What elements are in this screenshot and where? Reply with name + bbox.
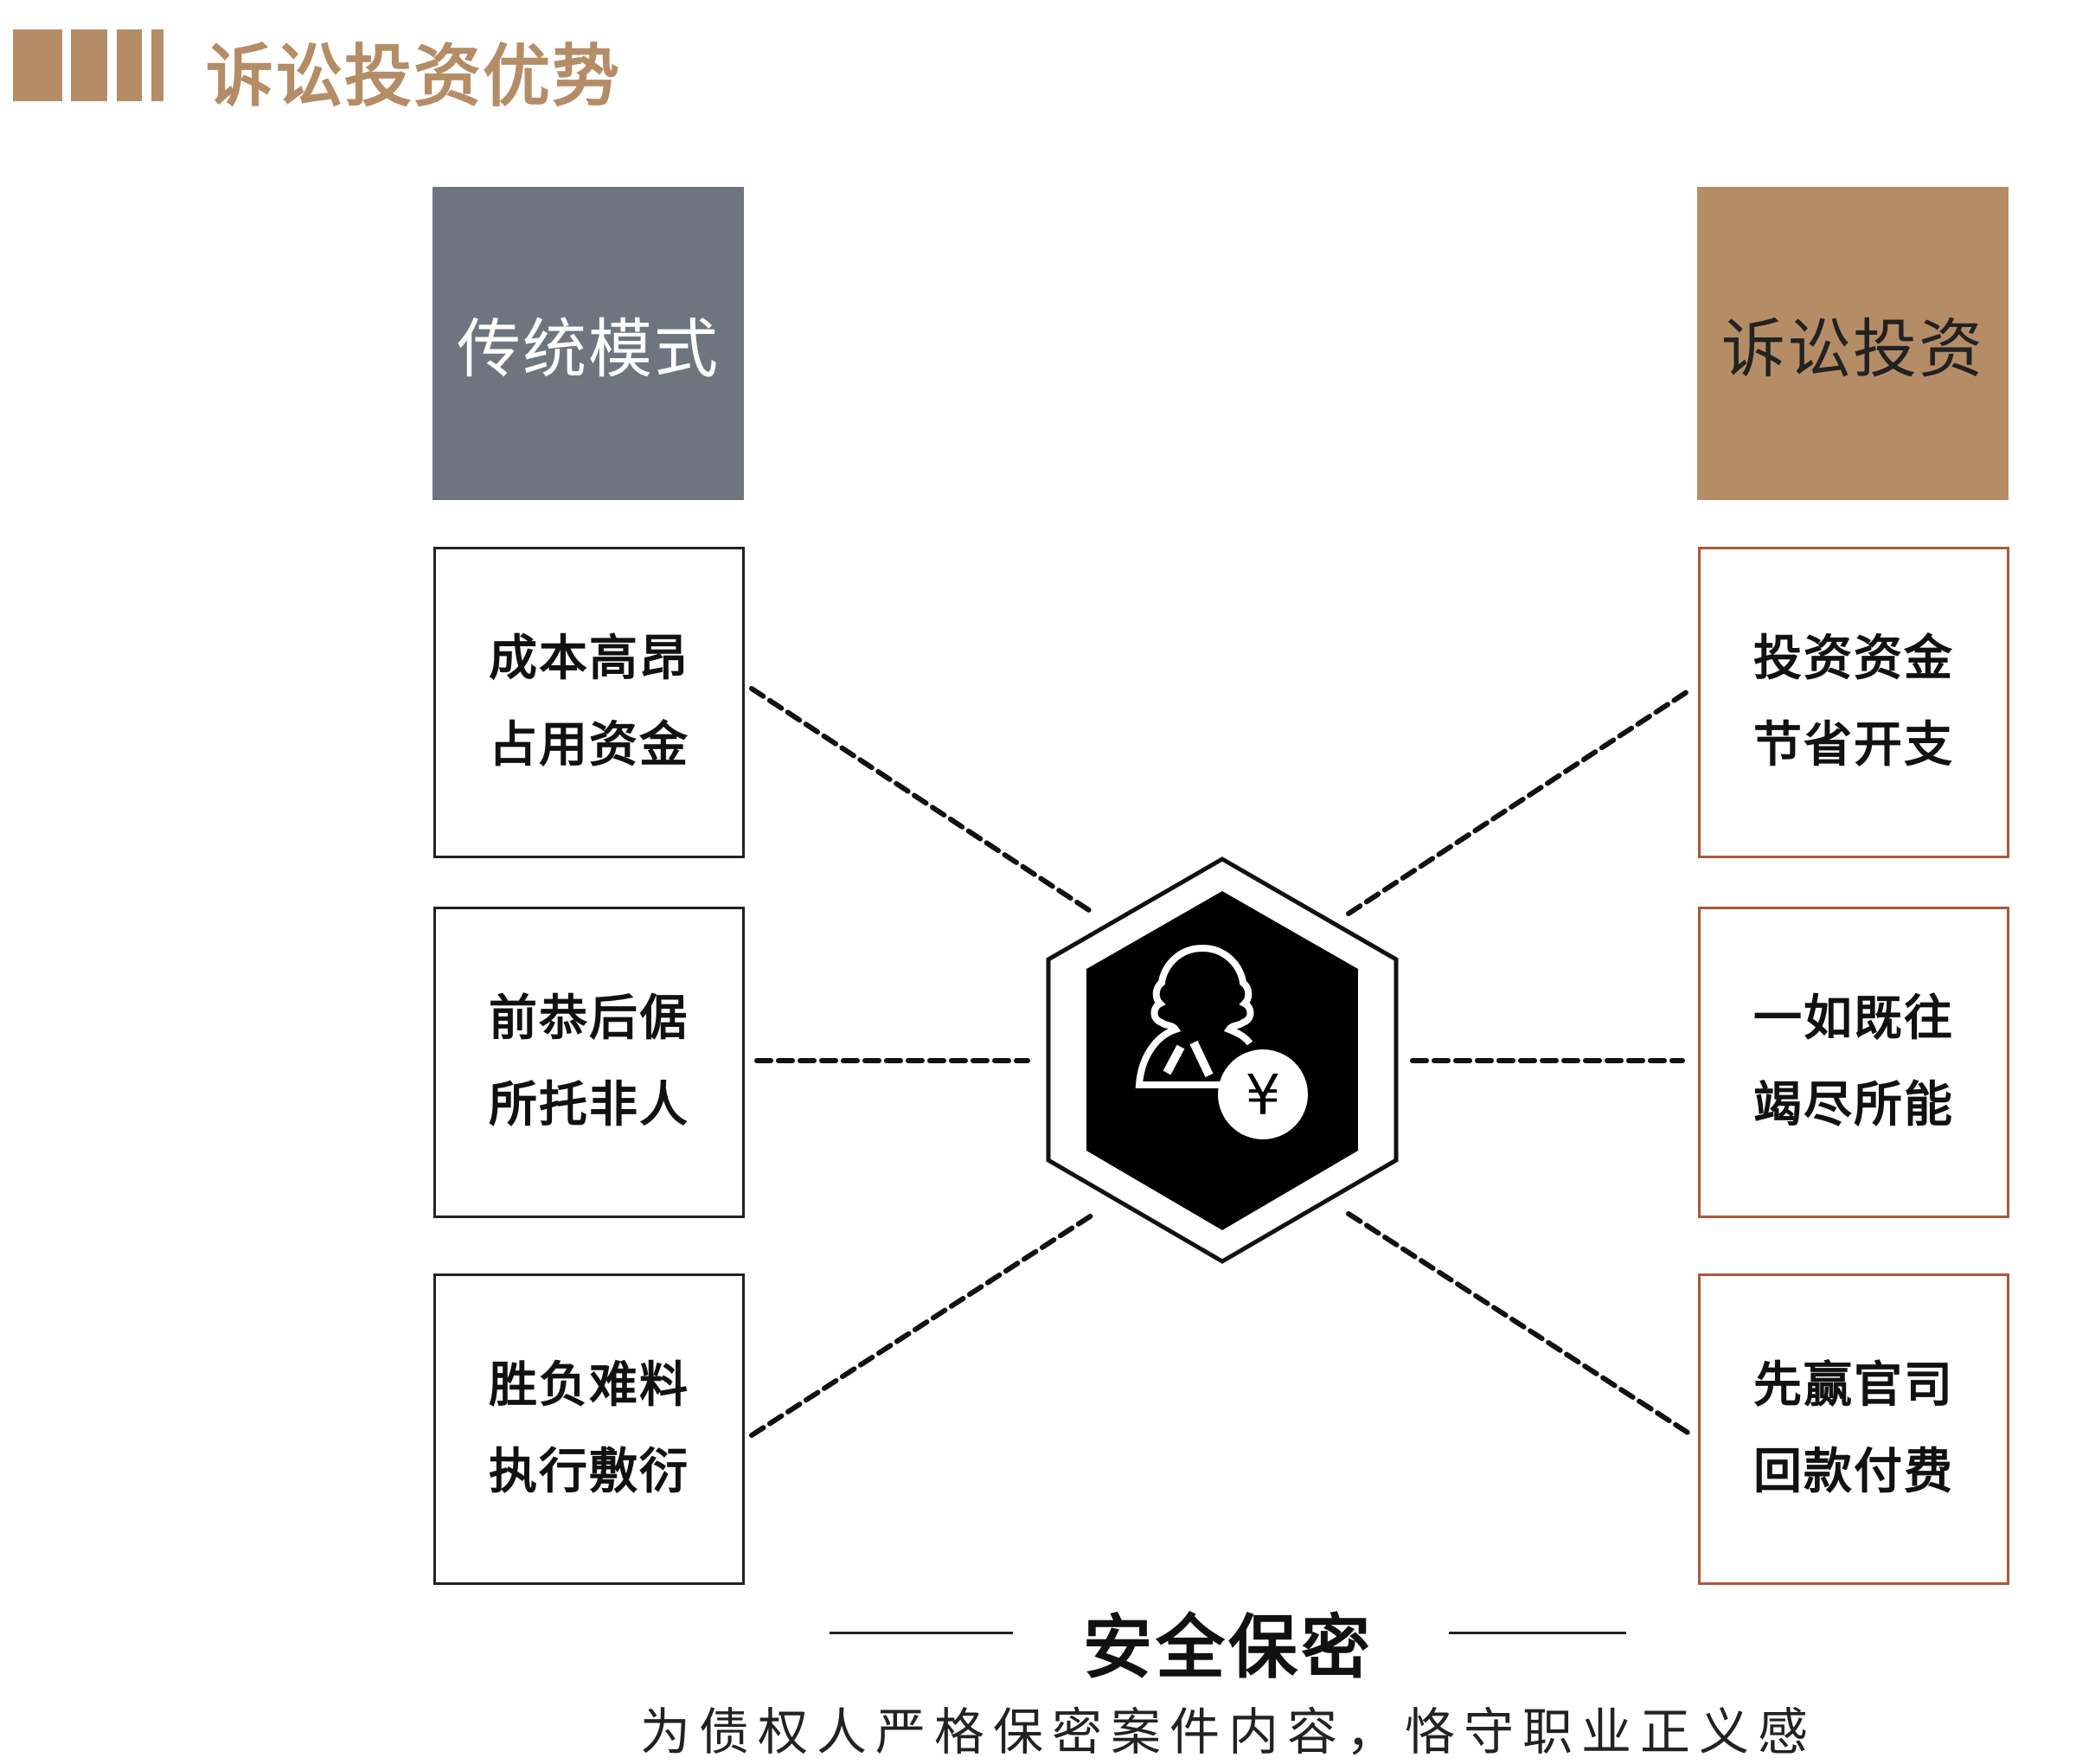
divider-left bbox=[830, 1632, 1013, 1634]
dashed-connector bbox=[1346, 686, 1695, 916]
investment-item: 先赢官司 回款付费 bbox=[1698, 1273, 2009, 1585]
page-title: 诉讼投资优势 bbox=[206, 38, 622, 116]
item-line: 占用资金 bbox=[489, 717, 689, 773]
dashed-connector bbox=[1346, 1211, 1695, 1438]
yen-coin-icon bbox=[1218, 1049, 1308, 1139]
item-line: 投资资金 bbox=[1753, 631, 1954, 687]
litigation-investment-header: 诉讼投资 bbox=[1697, 187, 2009, 500]
title-bar-decoration bbox=[117, 29, 142, 101]
title-bar-decoration bbox=[151, 29, 163, 101]
item-line: 成本高昂 bbox=[489, 631, 689, 687]
item-line: 一如既往 bbox=[1753, 991, 1954, 1047]
item-line: 胜负难料 bbox=[489, 1357, 689, 1414]
investment-item: 投资资金 节省开支 bbox=[1698, 547, 2009, 858]
item-line: 节省开支 bbox=[1753, 717, 1954, 773]
investment-item: 一如既往 竭尽所能 bbox=[1698, 907, 2009, 1218]
title-bar-decoration bbox=[71, 29, 107, 101]
security-title: 安全保密 bbox=[1083, 1607, 1374, 1688]
item-line: 回款付费 bbox=[1753, 1444, 1954, 1500]
traditional-item: 前恭后倨 所托非人 bbox=[433, 907, 745, 1218]
item-line: 竭尽所能 bbox=[1753, 1077, 1954, 1133]
traditional-item: 胜负难料 执行敷衍 bbox=[433, 1273, 745, 1585]
security-subtitle: 为债权人严格保密案件内容，恪守职业正义感 bbox=[639, 1703, 1816, 1761]
dashed-connector bbox=[749, 686, 1097, 916]
traditional-item: 成本高昂 占用资金 bbox=[433, 547, 745, 858]
item-line: 先赢官司 bbox=[1753, 1357, 1954, 1414]
dashed-connector bbox=[749, 1211, 1097, 1438]
item-line: 所托非人 bbox=[489, 1077, 689, 1133]
item-line: 执行敷衍 bbox=[489, 1444, 689, 1500]
traditional-mode-header: 传统模式 bbox=[432, 187, 744, 500]
hexagon-fill bbox=[1086, 891, 1358, 1230]
lawyer-icon bbox=[1135, 945, 1254, 1088]
yen-symbol: ¥ bbox=[1246, 1064, 1281, 1128]
divider-right bbox=[1449, 1632, 1626, 1634]
title-bar-decoration bbox=[13, 29, 62, 101]
item-line: 前恭后倨 bbox=[489, 991, 689, 1047]
